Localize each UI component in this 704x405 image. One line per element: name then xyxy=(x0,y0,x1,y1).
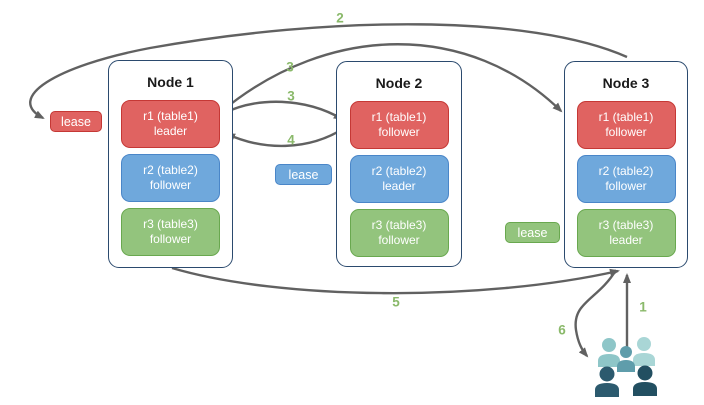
replica-role: follower xyxy=(149,232,192,246)
replica-node3-r2: r2 (table2) follower xyxy=(576,155,676,203)
replica-role: follower xyxy=(378,125,420,139)
step-label-1: 1 xyxy=(639,299,647,315)
replica-node3-r1: r1 (table1) follower xyxy=(576,101,676,149)
step-label-3b: 3 xyxy=(287,88,295,104)
node-2-card: Node 2 r1 (table1) follower r2 (table2) … xyxy=(336,61,462,267)
users-icon xyxy=(595,337,657,397)
lease-badge-r2: lease xyxy=(275,164,332,185)
replica-name: r3 (table3) xyxy=(143,217,198,231)
replica-role: leader xyxy=(382,179,416,193)
replica-name: r1 (table1) xyxy=(371,110,427,124)
arrow-step3-node1-to-node2 xyxy=(221,100,344,121)
replica-name: r2 (table2) xyxy=(371,164,427,178)
replica-name: r2 (table2) xyxy=(598,164,654,178)
arrow-step6-node3-to-users xyxy=(574,269,618,358)
replica-role: follower xyxy=(378,233,420,247)
replica-name: r1 (table1) xyxy=(143,109,198,123)
replica-role: follower xyxy=(605,125,647,139)
step-label-2: 2 xyxy=(336,10,344,26)
replica-name: r2 (table2) xyxy=(143,163,198,177)
node-title: Node 3 xyxy=(602,75,650,91)
replica-name: r1 (table1) xyxy=(598,110,654,124)
step-label-4: 4 xyxy=(287,132,295,148)
replica-node1-r3: r3 (table3) follower xyxy=(121,208,220,256)
lease-badge-r1: lease xyxy=(50,111,102,132)
arrow-step5-node1-to-node3 xyxy=(171,266,620,295)
node-3-card: Node 3 r1 (table1) follower r2 (table2) … xyxy=(564,61,688,268)
node-1-card: Node 1 r1 (table1) leader r2 (table2) fo… xyxy=(108,60,233,268)
replica-role: leader xyxy=(609,233,643,247)
replica-name: r3 (table3) xyxy=(598,218,654,232)
node-title: Node 2 xyxy=(375,75,423,91)
replica-role: follower xyxy=(605,179,647,193)
step-label-6: 6 xyxy=(558,322,566,338)
replica-node3-r3: r3 (table3) leader xyxy=(576,209,676,257)
step-label-3a: 3 xyxy=(286,59,294,75)
replica-role: leader xyxy=(153,124,188,138)
replica-name: r3 (table3) xyxy=(371,218,427,232)
replica-node1-r1: r1 (table1) leader xyxy=(121,100,220,148)
step-label-5: 5 xyxy=(392,294,400,310)
lease-badge-r3: lease xyxy=(505,222,560,243)
replica-node2-r2: r2 (table2) leader xyxy=(349,155,449,203)
node-title: Node 1 xyxy=(147,74,194,90)
replica-node2-r1: r1 (table1) follower xyxy=(349,101,449,149)
replica-role: follower xyxy=(149,178,192,192)
replica-node2-r3: r3 (table3) follower xyxy=(349,209,449,257)
replica-node1-r2: r2 (table2) follower xyxy=(121,154,220,202)
